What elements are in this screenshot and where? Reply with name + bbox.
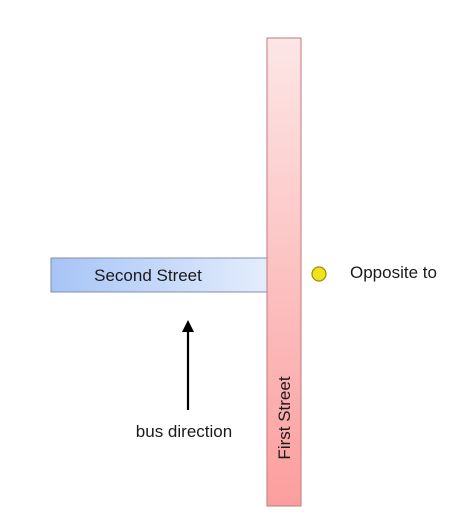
second-street-label: Second Street — [94, 266, 202, 285]
bus-stop-marker-icon — [311, 266, 327, 282]
stop-label: Opposite to — [350, 263, 437, 282]
bus-direction-arrow-icon — [182, 320, 194, 410]
first-street-road — [266, 37, 302, 507]
second-street-road — [50, 257, 270, 293]
first-street-label: First Street — [275, 376, 294, 459]
bus-direction-label: bus direction — [136, 422, 232, 441]
